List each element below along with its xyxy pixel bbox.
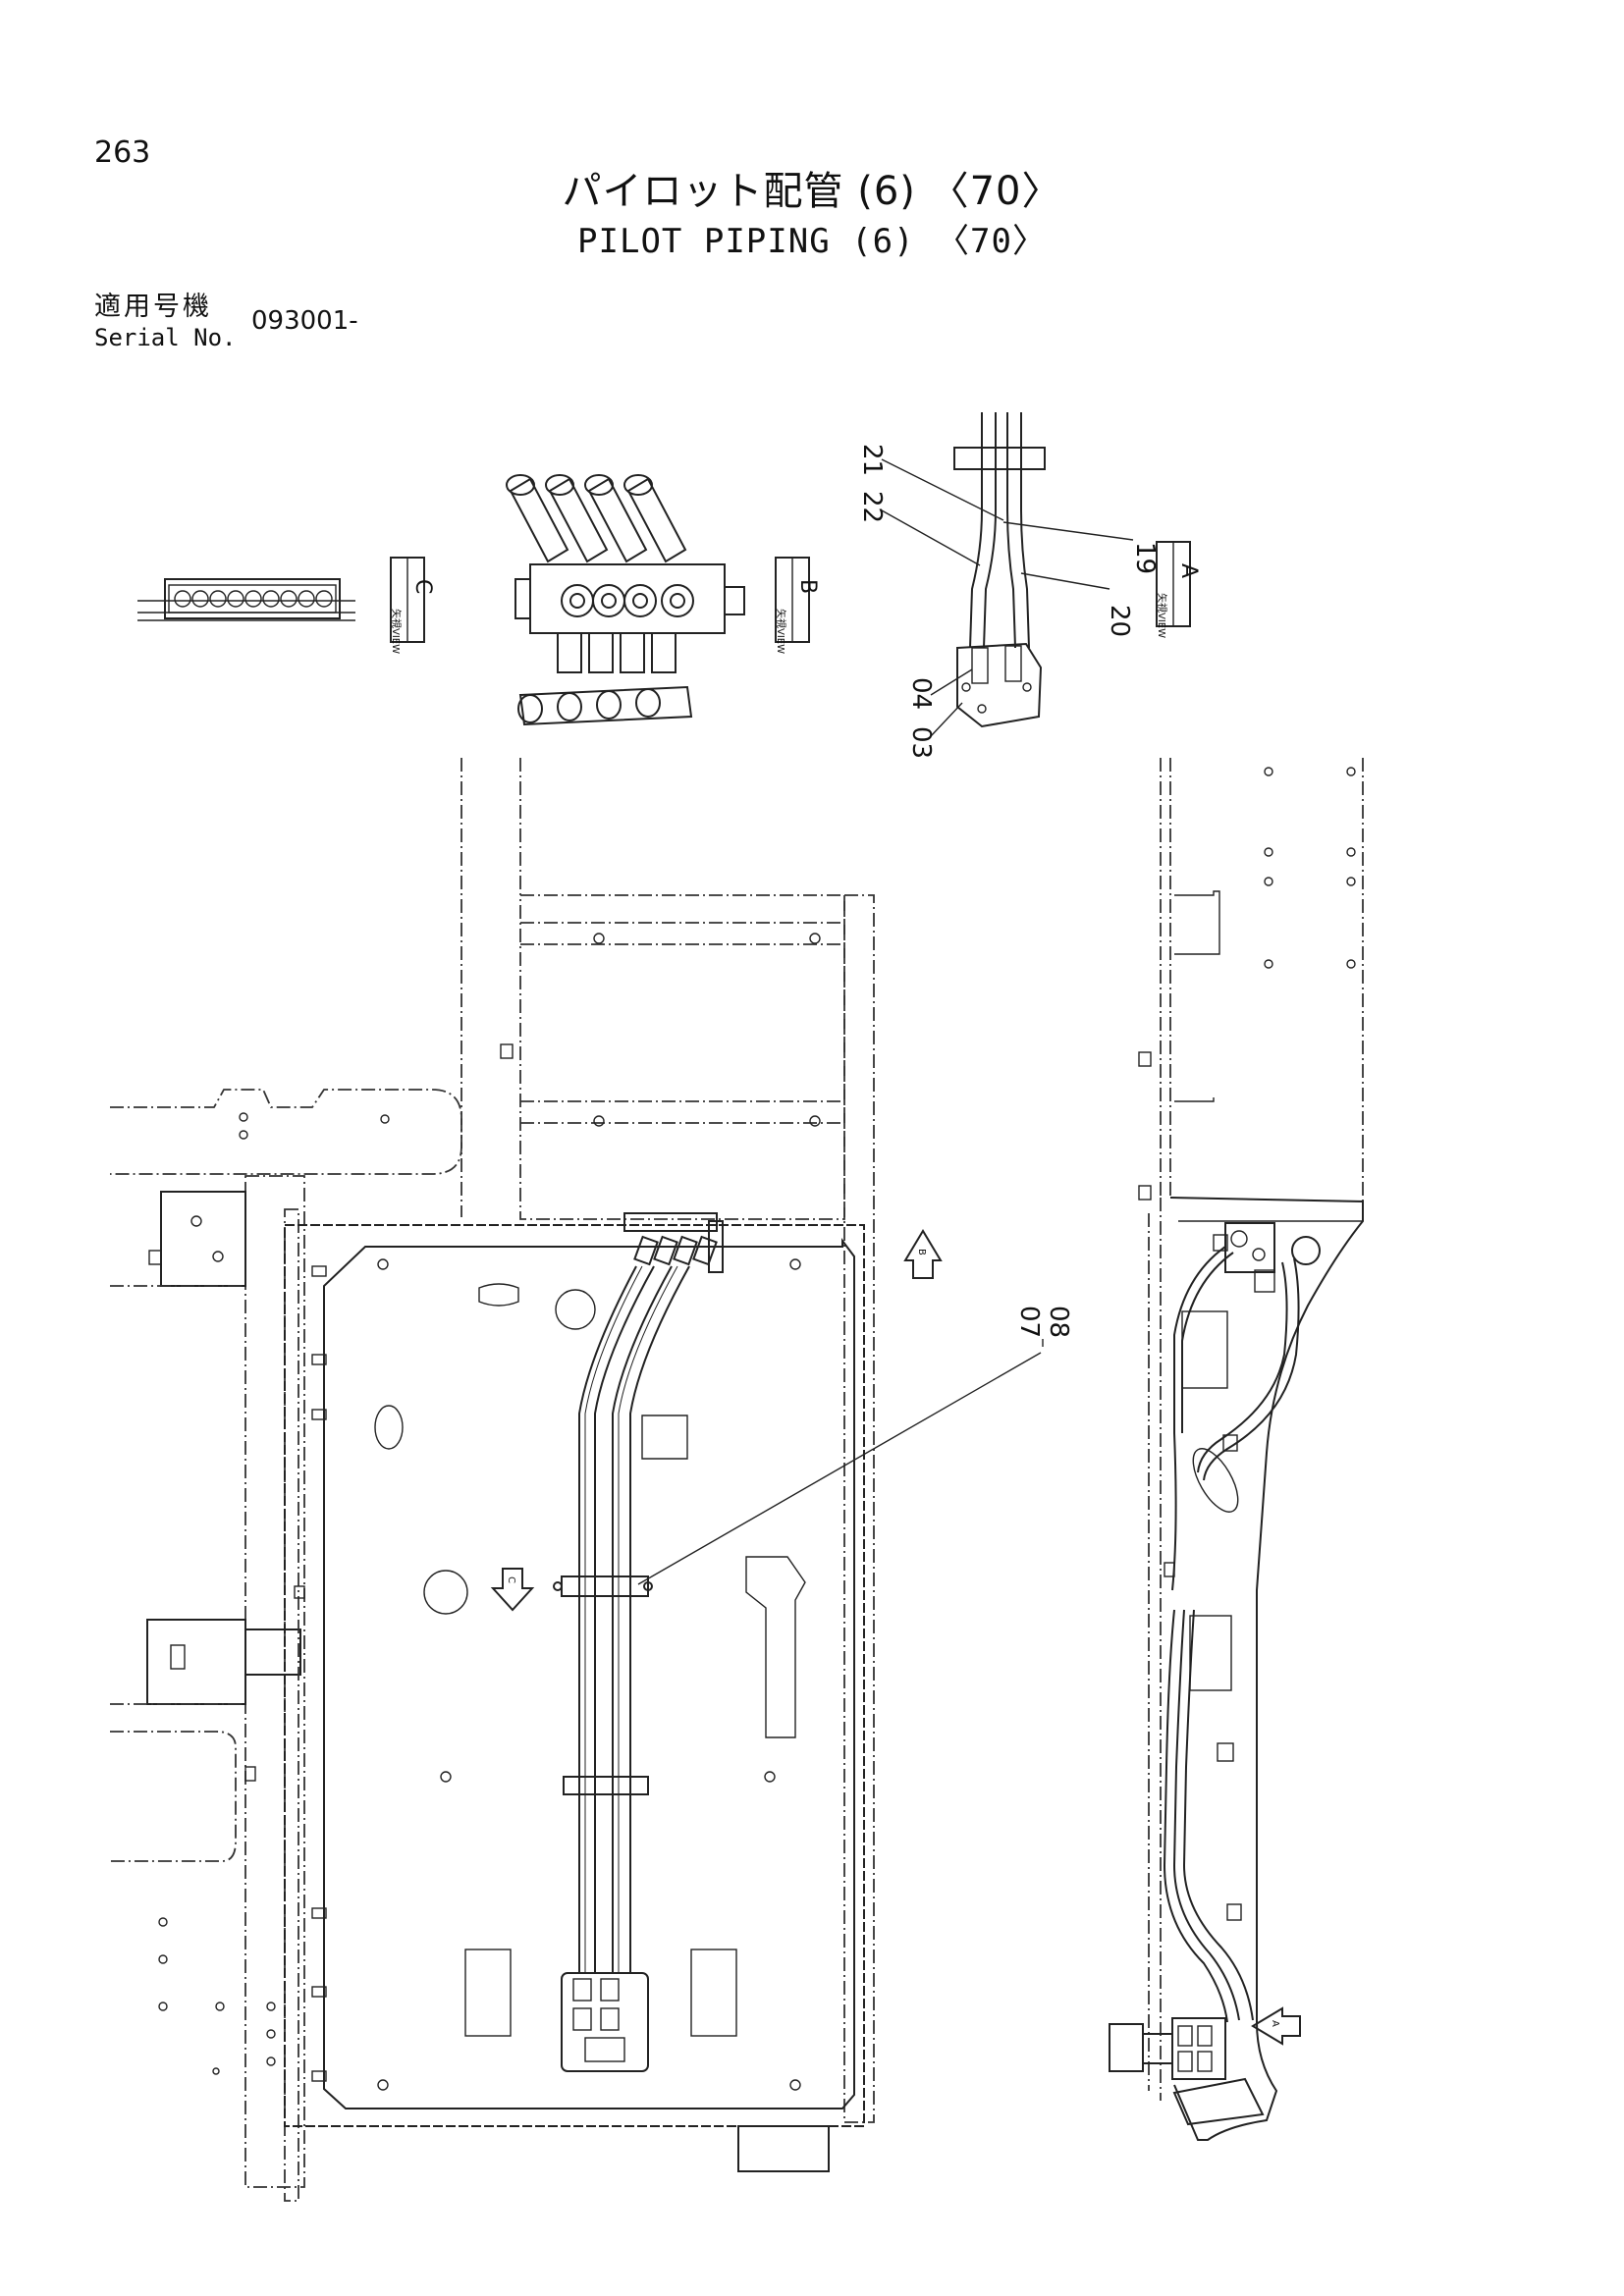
view-b-arrow-letter: B (916, 1249, 927, 1255)
view-b-detail (506, 474, 745, 726)
title-japanese: パイロット配管 (6) 〈70〉 (562, 169, 1062, 214)
view-a-letter: A (1176, 563, 1201, 578)
callout-04: 04 (906, 677, 936, 710)
view-b-en: VIEW (775, 628, 785, 654)
view-a-arrow-letter: A (1270, 2020, 1280, 2027)
main-plan-view: B C 07 08 (110, 758, 1073, 2202)
callout-07: 07 (1014, 1306, 1044, 1338)
view-c-en: VIEW (390, 628, 401, 654)
view-a-jp: 矢視 (1156, 593, 1168, 613)
view-c-arrow: C (490, 1568, 535, 1612)
callout-03: 03 (906, 726, 936, 759)
callout-20: 20 (1105, 605, 1134, 637)
callout-21: 21 (857, 444, 887, 476)
view-c-arrow-letter: C (506, 1576, 516, 1583)
serial-label-japanese: 適用号機 (94, 292, 212, 322)
serial-number-value: 093001- (251, 306, 358, 336)
view-c-detail (137, 578, 355, 621)
view-a-arrow: A (1251, 2006, 1301, 2046)
view-a-detail: 21 22 19 20 04 03 (857, 412, 1160, 759)
title-english: PILOT PIPING (6) 〈70〉 (577, 222, 1047, 261)
view-a-en: VIEW (1156, 613, 1166, 638)
view-c-jp: 矢視 (390, 609, 403, 628)
page-number: 263 (94, 135, 151, 170)
view-a-label: A 矢視 VIEW (1156, 541, 1201, 638)
side-elevation-view: A (1109, 758, 1364, 2141)
serial-label-english: Serial No. (94, 324, 237, 351)
view-c-label: C 矢視 VIEW (390, 557, 435, 654)
view-b-label: B 矢視 VIEW (775, 557, 820, 654)
callout-19: 19 (1130, 542, 1160, 574)
callout-08: 08 (1044, 1306, 1073, 1338)
callout-22: 22 (857, 491, 887, 523)
view-b-jp: 矢視 (775, 609, 787, 628)
view-b-letter: B (795, 579, 820, 594)
view-b-arrow: B (903, 1229, 943, 1279)
view-c-letter: C (410, 579, 435, 594)
